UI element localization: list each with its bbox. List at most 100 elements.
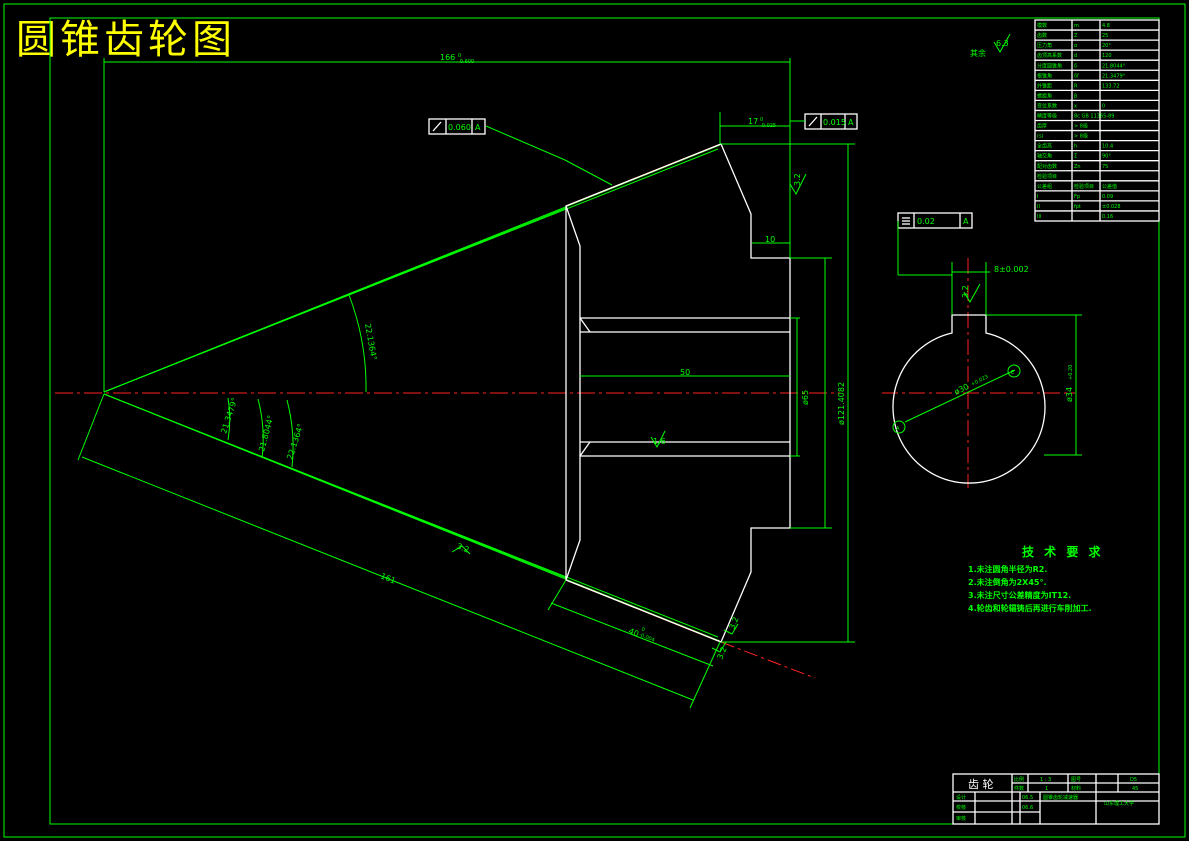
technical-requirements: 技 术 要 求 1.未注圆角半径为R2. 2.未注倒角为2X45°. 3.未注尺…	[968, 544, 1101, 613]
param-cell: 0.09	[1102, 194, 1113, 200]
param-cell: > 8级	[1074, 133, 1088, 140]
dim-bore-length: 50	[680, 368, 690, 377]
dim-hub-step: 10	[765, 235, 775, 244]
svg-text:1: 1	[1045, 786, 1048, 792]
keyway-roughness: 3.2	[961, 285, 970, 298]
param-cell: δf	[1074, 73, 1079, 79]
param-cell: 20°	[1102, 43, 1111, 49]
svg-text:3.2: 3.2	[716, 646, 729, 661]
param-cell: d	[1074, 53, 1077, 59]
svg-text:比例: 比例	[1014, 776, 1024, 783]
tech-requirement-4: 4.轮齿和轮辐铸后再进行车削加工.	[968, 603, 1092, 613]
dimension-lines	[77, 58, 855, 709]
symmetry-tolerance: 0.02	[917, 217, 935, 226]
param-cell: 轴交角	[1037, 153, 1052, 160]
runout-datum-right: A	[848, 118, 854, 127]
param-cell: 螺旋角	[1037, 92, 1052, 99]
param-cell: 齿顶高系数	[1037, 52, 1062, 59]
title-block: 齿 轮 比例 1 : 3 图号 D5 件数 1 材料 45 设计 校核 审核 0…	[952, 773, 1160, 825]
tech-requirement-3: 3.未注尺寸公差精度为IT12.	[968, 590, 1071, 600]
param-cell: 8c GB 11365-89	[1074, 114, 1115, 120]
param-cell: 4.8	[1102, 23, 1110, 29]
param-cell: 检验项目	[1074, 183, 1094, 190]
dim-hub-offset: 17	[748, 117, 758, 126]
svg-text:6.3: 6.3	[996, 39, 1009, 48]
param-cell: 120	[1102, 53, 1112, 59]
svg-text:3.2: 3.2	[455, 542, 470, 555]
param-cell: 全齿高	[1037, 143, 1052, 150]
param-cell: Z	[1074, 33, 1078, 39]
param-cell: 精度等级	[1037, 113, 1057, 120]
svg-text:图号: 图号	[1071, 777, 1081, 783]
param-cell: > 8级	[1074, 123, 1088, 130]
param-cell: β	[1074, 93, 1077, 99]
param-cell: (s)	[1037, 134, 1044, 140]
param-cell: R	[1074, 83, 1078, 89]
svg-text:1 : 3: 1 : 3	[1040, 777, 1051, 783]
roughness-symbol-lower: 3.2	[451, 542, 470, 555]
svg-text:设计: 设计	[956, 794, 966, 801]
svg-text:件数: 件数	[1014, 785, 1024, 792]
roughness-symbol-bottom2: 3.2	[711, 641, 729, 661]
keyway-section: 0.02 A 8±0.002 3.2 ø34 +0.20 ø30 +0.023 …	[882, 212, 1082, 488]
param-cell: 齿厚	[1037, 124, 1047, 130]
svg-text:3.2: 3.2	[793, 173, 802, 186]
param-cell: 外锥距	[1037, 82, 1052, 89]
param-cell: 21.8044°	[1102, 63, 1126, 69]
svg-text:其余: 其余	[970, 48, 986, 58]
param-cell: 75	[1102, 164, 1108, 170]
dim-overall-length: 166	[440, 53, 455, 62]
svg-text:1.6: 1.6	[653, 437, 666, 446]
svg-text:审核: 审核	[956, 815, 966, 822]
param-cell: 配对齿数	[1037, 163, 1057, 170]
dim-face-width-tol: 0-0.004	[638, 627, 657, 644]
hub-tolerance: +0.20	[1068, 365, 1074, 380]
svg-text:06.6: 06.6	[1022, 805, 1033, 811]
roughness-symbol-top: 3.2	[789, 173, 807, 196]
hub-dimension: ø34	[1065, 387, 1074, 402]
dim-outer-diameter: ø121.4082	[837, 382, 846, 425]
tech-requirement-2: 2.未注倒角为2X45°.	[968, 577, 1047, 587]
param-cell: III	[1037, 214, 1041, 220]
param-cell: I	[1037, 194, 1038, 200]
outer-frame	[3, 3, 1186, 838]
dim-face-width: 40	[627, 627, 640, 639]
runout-value-right: 0.015	[823, 118, 846, 127]
drawing-title: 圆锥齿轮图	[16, 17, 236, 63]
param-cell: II	[1037, 204, 1040, 210]
runout-datum-left: A	[475, 123, 481, 132]
bore-tolerance: +0.023	[970, 374, 989, 388]
param-cell: 90°	[1102, 154, 1111, 160]
gear-section	[565, 143, 791, 643]
svg-text:06.5: 06.5	[1022, 795, 1033, 801]
param-cell: α	[1074, 43, 1078, 49]
svg-text:D5: D5	[1130, 777, 1137, 783]
dim-angle-a: 21.3479°	[219, 397, 239, 435]
param-cell: m	[1074, 23, 1079, 29]
part-name: 齿 轮	[968, 777, 994, 791]
dim-angle-c: 22.1364°	[285, 423, 305, 461]
dim-cone-distance: 161	[379, 572, 397, 586]
dim-bore-diameter: ø65	[801, 390, 810, 405]
param-cell: 根锥角	[1037, 72, 1052, 79]
param-cell: 25	[1102, 33, 1108, 39]
param-cell: 模数	[1037, 22, 1047, 29]
keyway-width: 8±0.002	[994, 265, 1029, 274]
cone-lines	[103, 143, 816, 679]
param-cell: x	[1074, 103, 1077, 109]
roughness-symbol-bottom: 3.2	[723, 616, 741, 635]
general-roughness: 其余 6.3	[970, 33, 1011, 58]
param-cell: Fp	[1074, 194, 1080, 200]
svg-text:3.2: 3.2	[728, 616, 741, 631]
param-cell: 21.3479°	[1102, 73, 1126, 79]
param-cell: 0.16	[1102, 214, 1113, 220]
svg-text:圆锥齿轮减速器: 圆锥齿轮减速器	[1043, 794, 1078, 801]
symmetry-datum: A	[963, 217, 969, 226]
param-cell: Σ	[1074, 154, 1077, 160]
svg-text:材料: 材料	[1071, 785, 1081, 792]
svg-text:A: A	[896, 426, 900, 432]
dim-hub-offset-tol: 0-0.025	[760, 117, 776, 129]
svg-text:45: 45	[1132, 786, 1138, 792]
roughness-symbol-mid: 1.6	[650, 430, 666, 449]
